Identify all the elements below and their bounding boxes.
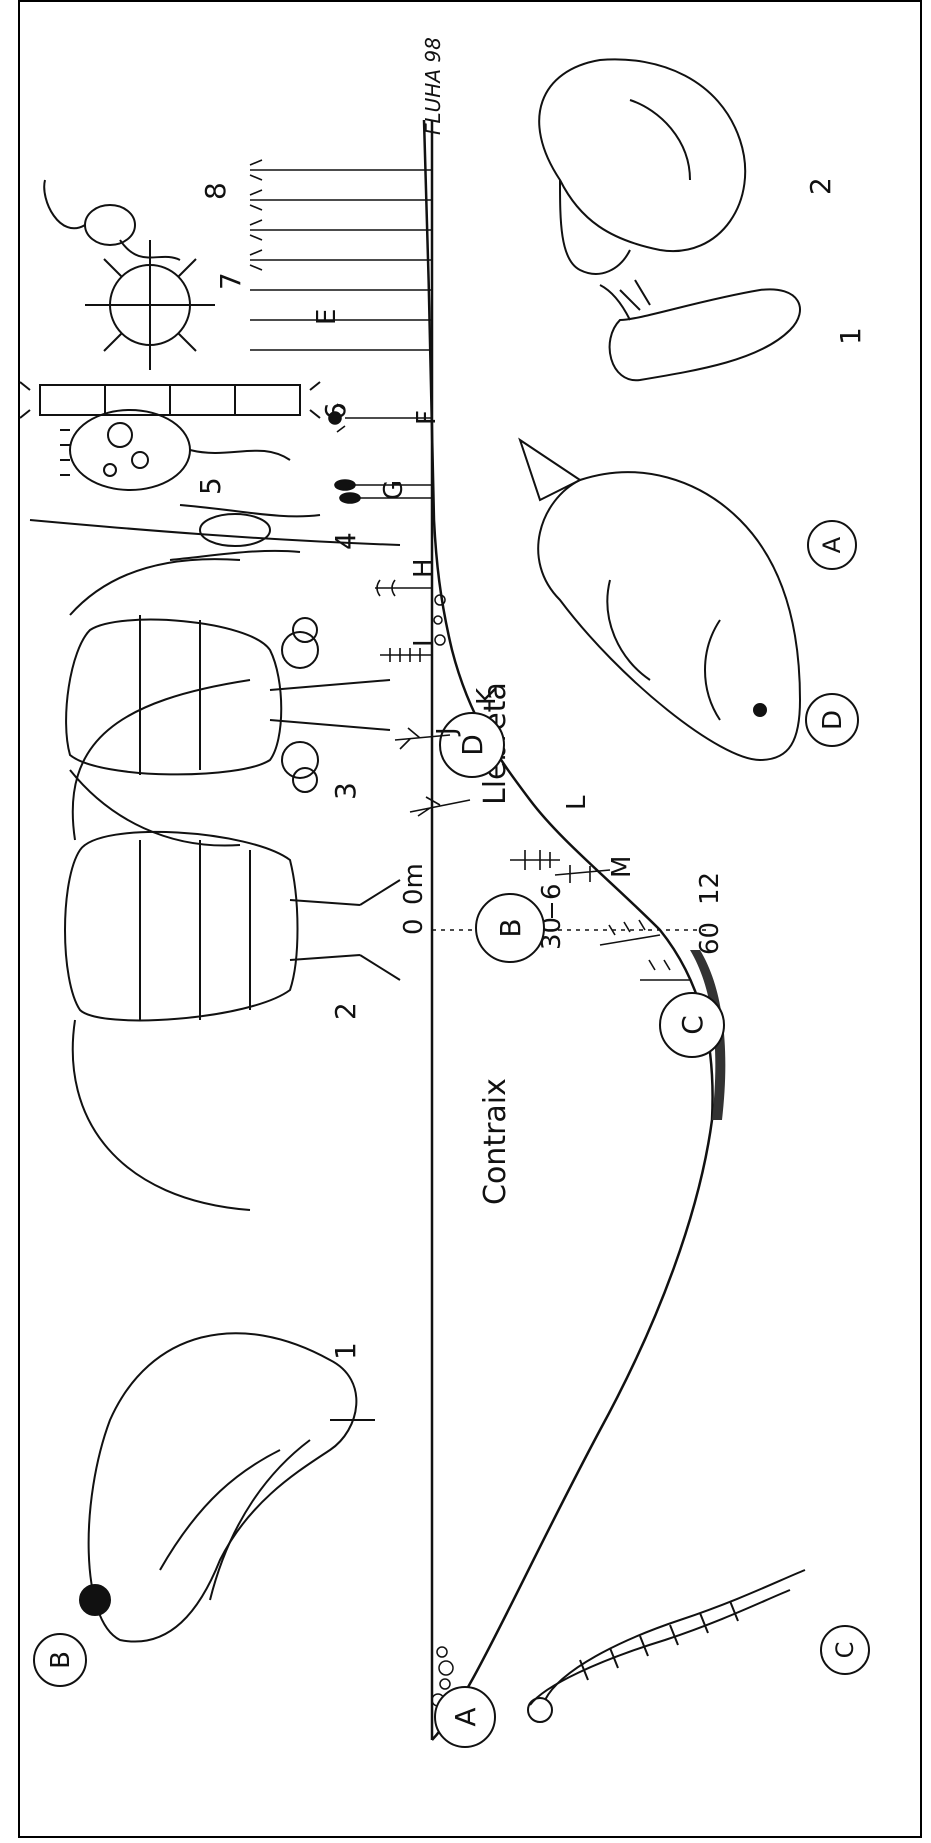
plant-letter-h: H [409,558,439,578]
svg-text:D: D [456,734,489,756]
zone-marker-b: B [476,894,544,962]
plant-letter-l: L [562,795,592,810]
svg-text:D: D [818,710,848,730]
depth-right-mid: 6 [537,883,567,900]
group-marker-fish-d: D [806,694,858,746]
svg-text:C: C [676,1015,709,1035]
svg-text:A: A [818,536,846,553]
plankton-7-colony [85,240,215,370]
plankton-row [20,180,400,1642]
plankton-number-1: 1 [329,1342,362,1360]
bottom-fauna-markers: C D A 1 2 [804,177,869,1674]
depth-labels: 0 0m 30 6 60 12 [399,863,725,955]
group-marker-benthos-c: C [821,1626,869,1674]
artist-signature: FLUHA 98 [421,37,445,135]
plankton-8-dinoflagellate [44,180,180,260]
svg-text:B: B [494,918,527,937]
zone-markers: A B C D [435,713,724,1747]
plant-i [380,648,432,662]
plant-letter-g: G [379,480,409,500]
plant-letter-e: E [312,309,342,325]
plant-h [375,580,432,596]
svg-text:A: A [449,1707,482,1726]
snail-lymnaea [539,59,745,274]
plankton-number-5: 5 [194,477,227,495]
plankton-2-copepod [65,680,400,1210]
plankton-1-daphnia [80,1333,375,1641]
plankton-numbers: 1 2 3 4 5 6 7 8 [194,182,362,1360]
zone-marker-a: A [435,1687,495,1747]
caddis-larva [600,280,800,380]
plankton-3-cyclops [66,559,390,845]
plant-letter-i: I [409,639,439,647]
lake-name-contraix: Contraix [478,1078,513,1205]
plankton-number-2: 2 [329,1002,362,1020]
plant-l [510,850,610,883]
plant-letter-f: F [412,410,442,425]
zone-marker-d: D [440,713,504,777]
depth-right-surface: 0m [399,863,429,905]
group-marker-benthos-a: A [808,521,856,569]
zone-marker-c: C [660,993,724,1057]
plankton-number-3: 3 [329,782,362,800]
plankton-number-8: 8 [199,182,232,200]
depth-right-bottom: 12 [695,872,725,905]
lake-cross-section [424,120,725,1740]
plankton-number-7: 7 [214,272,247,290]
depth-left-surface: 0 [399,918,429,935]
chironomid-larva [528,1570,805,1722]
svg-text:B: B [46,1651,76,1669]
animal-number-2: 2 [804,177,837,195]
plankton-number-6: 6 [319,402,352,420]
plant-letter-k: K [472,687,502,705]
svg-text:C: C [831,1642,859,1659]
plankton-number-4: 4 [329,532,362,550]
plankton-6-diatom-chain [20,382,320,418]
plant-letter-j: J [432,727,462,737]
plant-letter-m: M [607,856,637,878]
depth-left-bottom: 60 [695,922,725,955]
plant-m [600,920,690,980]
group-marker-plankton: B [34,1634,86,1686]
animal-number-1: 1 [834,327,867,345]
trout-fish [520,440,800,760]
plankton-5-rotifer [60,410,290,490]
